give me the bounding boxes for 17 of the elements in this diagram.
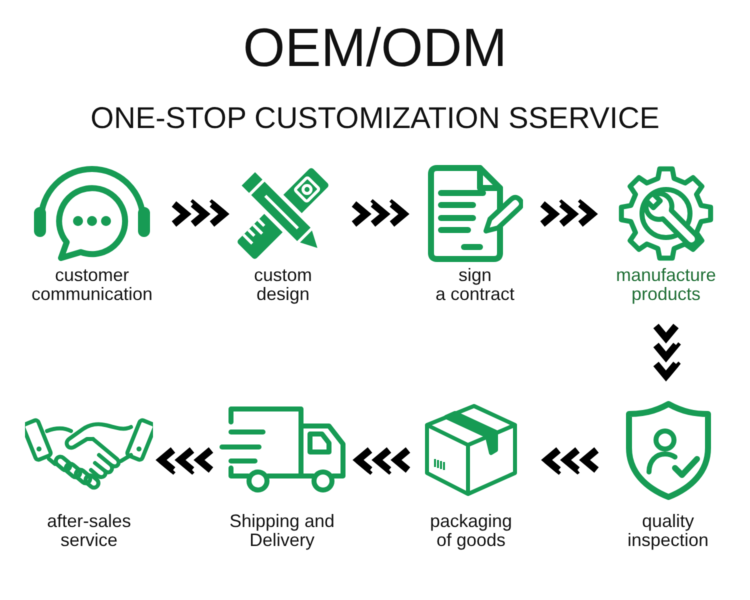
step-label: custom design (252, 266, 314, 304)
step-label: customer communication (30, 266, 154, 304)
chevron-arrow (170, 199, 228, 228)
chevron-arrow (354, 446, 412, 475)
chevron-arrow (543, 446, 600, 475)
chevron-arrow (539, 199, 596, 228)
chevron-arrow (158, 446, 214, 475)
subtitle: ONE-STOP CUSTOMIZATION SSERVICE (90, 101, 660, 137)
step-label: quality inspection (626, 512, 710, 550)
title: OEM/ODM (242, 20, 508, 76)
chevron-arrow (350, 199, 408, 228)
step-label: Shipping and Delivery (228, 512, 336, 550)
step-label: sign a contract (434, 266, 516, 304)
chevron-arrow (652, 322, 681, 380)
step-label: after-sales service (46, 512, 132, 550)
step-label: manufacture products (614, 266, 718, 304)
step-label: packaging of goods (428, 512, 514, 550)
